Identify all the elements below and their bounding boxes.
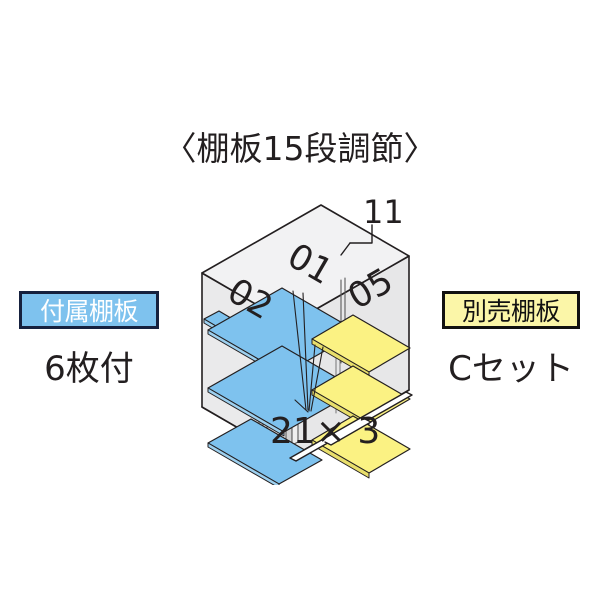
callout-leader-11-tick — [340, 242, 351, 256]
included-shelf-badge: 付属棚板 — [19, 291, 159, 329]
page-title: 〈棚板15段調節〉 — [163, 129, 437, 168]
callout-label-21x3: 21× 3 — [270, 411, 380, 452]
callout-leader-11 — [349, 224, 373, 244]
shelf-included-center-2-edge — [207, 387, 285, 437]
callout-leader-21x3 — [292, 290, 324, 413]
included-shelf-caption: 6枚付 — [44, 349, 134, 389]
optional-shelf-caption: Cセット — [448, 349, 574, 389]
shelf-included-left-3-edge — [207, 442, 280, 485]
floor-step — [324, 418, 372, 446]
shelf-optional-3-edge — [311, 439, 370, 479]
callout-label-11: 11 — [363, 195, 404, 231]
shed-shelf-diagram: 02 01 05 11 21× 3 — [201, 195, 413, 485]
floor-threshold — [289, 391, 413, 462]
optional-shelf-badge: 別売棚板 — [442, 291, 580, 329]
